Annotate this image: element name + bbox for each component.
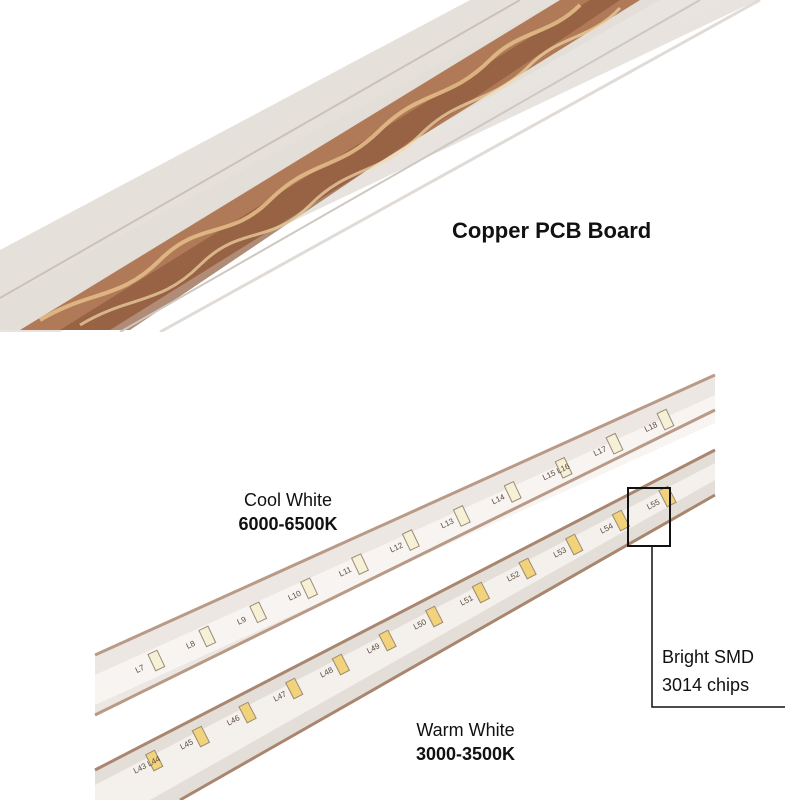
cool-led-chip: L7 — [134, 649, 166, 675]
smd-chips-caption: Bright SMD 3014 chips — [662, 643, 754, 699]
copper-pcb-photo: Copper PCB Board — [0, 0, 800, 332]
warm-white-name: Warm White — [416, 720, 515, 740]
cool-white-range: 6000-6500K — [238, 514, 338, 534]
cool-white-caption: Cool White 6000-6500K — [233, 488, 343, 536]
warm-led-chip: L54 — [599, 509, 631, 536]
callout-line — [651, 546, 785, 708]
warm-white-range: 3000-3500K — [415, 744, 516, 764]
cool-led-label: L8 — [185, 639, 197, 651]
smd-line-2: 3014 chips — [662, 675, 750, 695]
cool-led-chip: L9 — [236, 601, 268, 627]
warm-white-caption: Warm White 3000-3500K — [403, 718, 528, 766]
cool-white-name: Cool White — [243, 490, 333, 510]
smd-line-1: Bright SMD — [662, 647, 755, 667]
copper-pcb-caption: Copper PCB Board — [452, 218, 652, 243]
cool-led-chip: L8 — [185, 625, 217, 651]
cool-led-label: L7 — [134, 663, 146, 675]
warm-led-chip: L45 — [179, 725, 211, 752]
cool-led-label: L9 — [236, 615, 248, 627]
callout-box — [627, 487, 671, 547]
pcb-strip-illustration — [0, 0, 761, 332]
